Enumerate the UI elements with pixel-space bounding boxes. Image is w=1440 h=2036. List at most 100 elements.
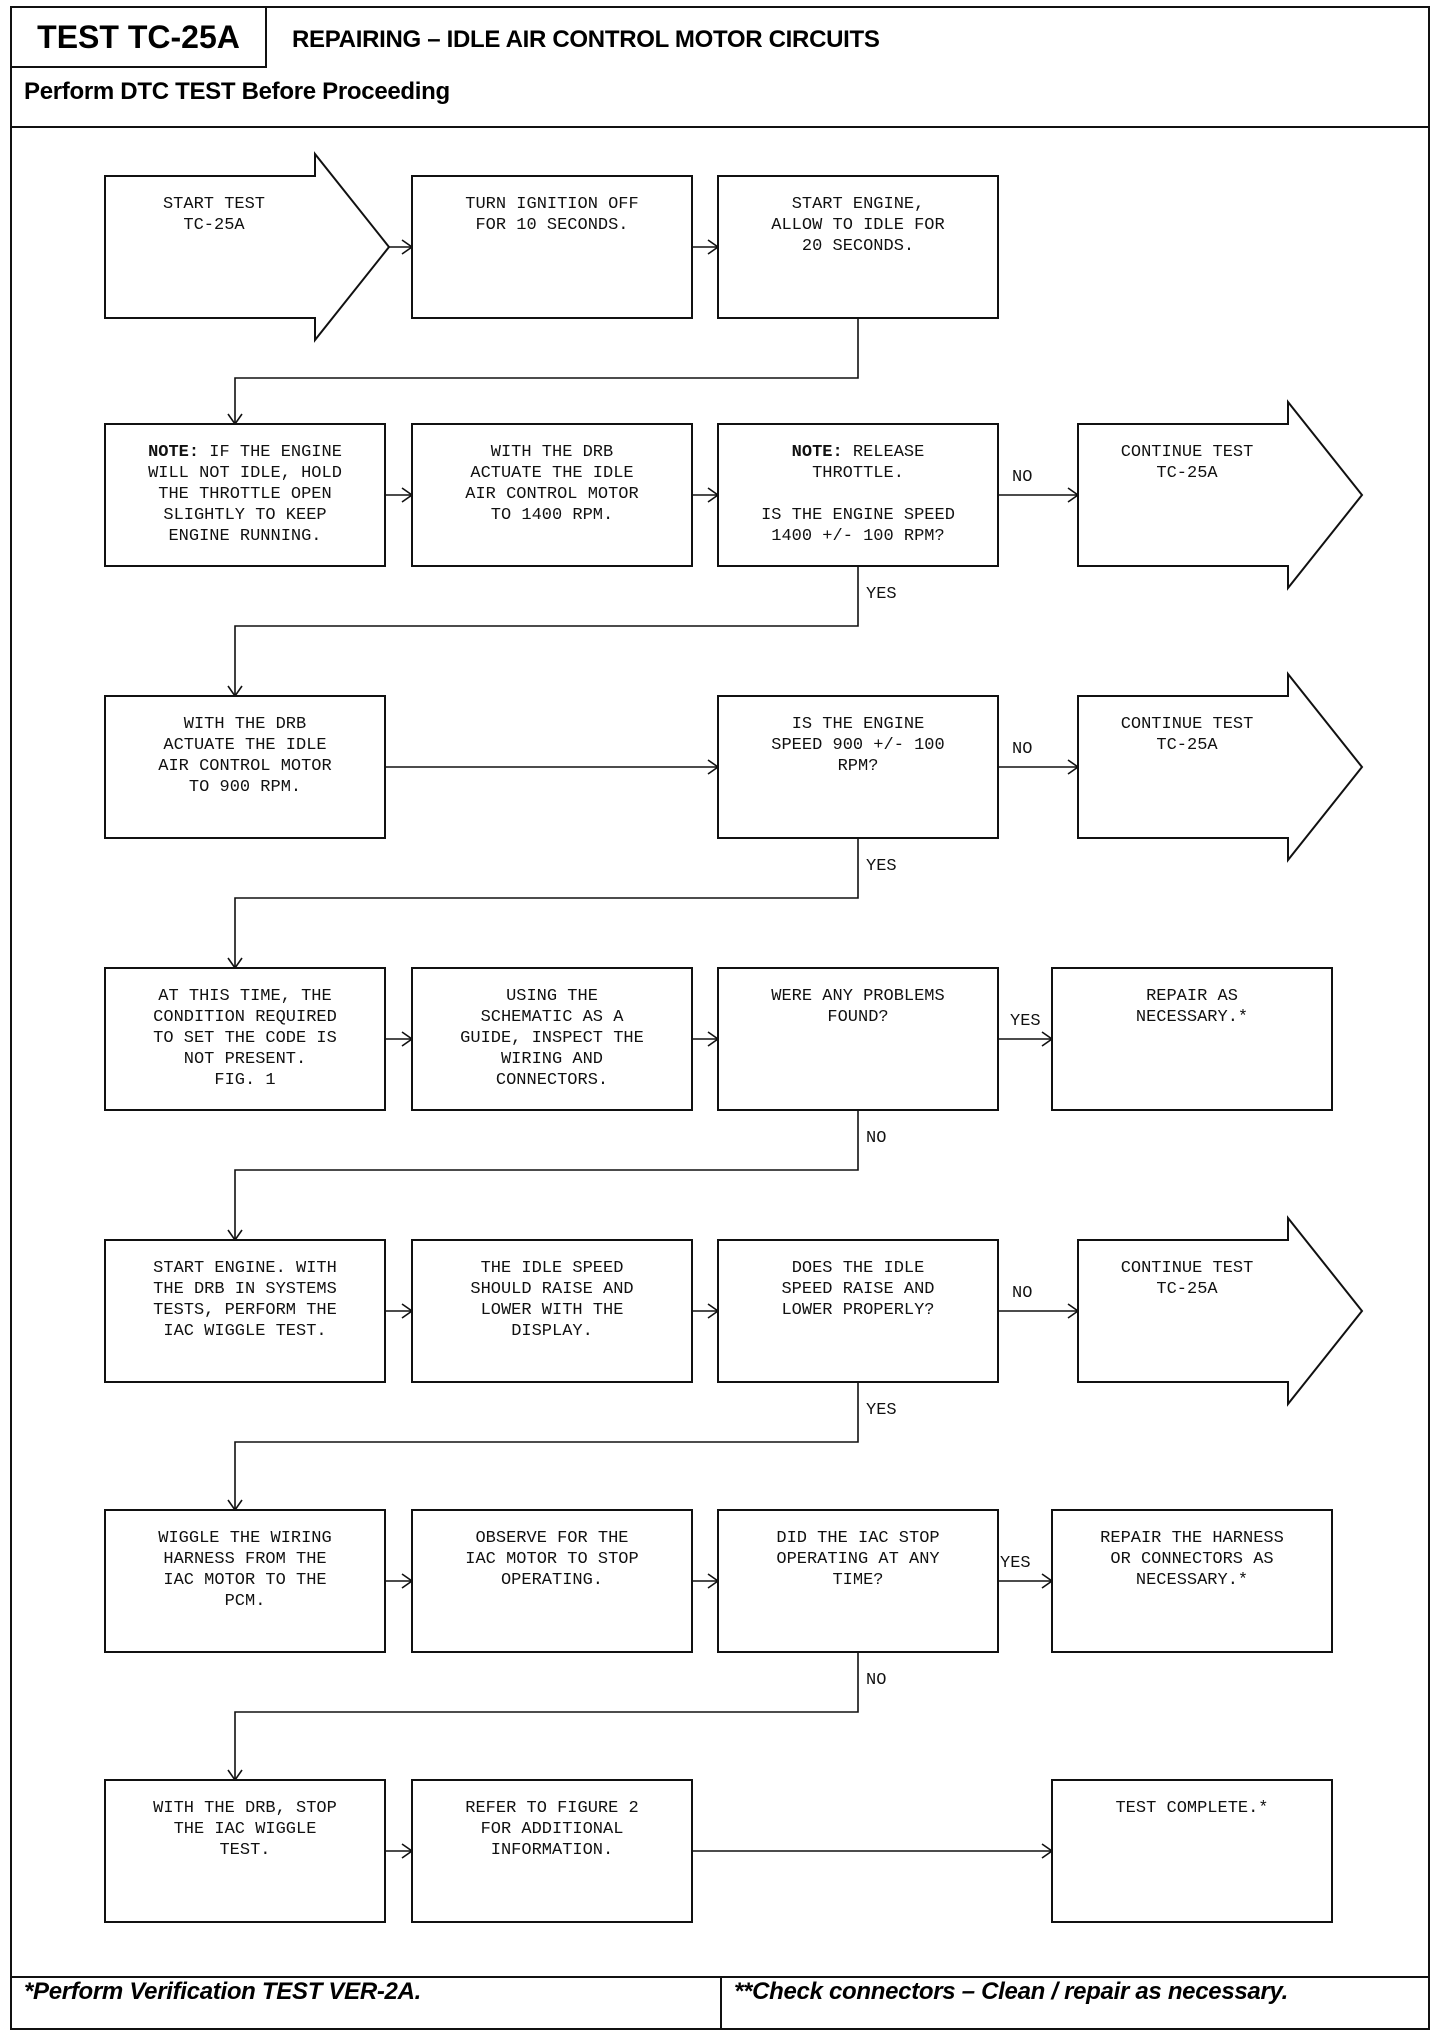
node-text-line: TC-25A [183, 216, 245, 235]
node-q-iac-stop: DID THE IAC STOP OPERATING AT ANY TIME? [717, 1509, 999, 1653]
node-text-line: TEST. [219, 1841, 270, 1860]
node-text-line: LOWER PROPERLY? [781, 1301, 934, 1320]
node-text-line: IS THE ENGINE SPEED [761, 506, 955, 525]
node-text-line: USING THE [506, 987, 598, 1006]
box-shape [104, 1239, 386, 1383]
box-shape [717, 967, 999, 1111]
node-text-line: IS THE ENGINE [792, 715, 925, 734]
test-id: TEST TC-25A [12, 8, 267, 68]
node-start-engine: START ENGINE, ALLOW TO IDLE FOR 20 SECONDS… [717, 175, 999, 319]
node-text-line: WITH THE DRB [491, 443, 613, 462]
footer-note-right: **Check connectors – Clean / repair as n… [734, 1978, 1289, 2005]
node-text-line: FOR 10 SECONDS. [475, 216, 628, 235]
node-text-line: TO SET THE CODE IS [153, 1029, 337, 1048]
connector [234, 838, 859, 968]
arrow-shape [104, 151, 391, 343]
footer: *Perform Verification TEST VER-2A. **Che… [12, 1976, 1428, 2030]
box-shape [104, 967, 386, 1111]
page-title: REPAIRING – IDLE AIR CONTROL MOTOR CIRCU… [292, 26, 880, 53]
node-text-line: AIR CONTROL MOTOR [158, 757, 331, 776]
node-text-line: TEST COMPLETE.* [1115, 1799, 1268, 1818]
node-text-line: WITH THE DRB [184, 715, 306, 734]
box-shape [411, 1779, 693, 1923]
node-text-line: CONTINUE TEST [1121, 443, 1254, 462]
node-text-line: START ENGINE. WITH [153, 1259, 337, 1278]
arrow-shape [1077, 1215, 1364, 1407]
node-text-line: ACTUATE THE IDLE [470, 464, 633, 483]
node-complete: TEST COMPLETE.* [1051, 1779, 1333, 1923]
node-text-line: ALLOW TO IDLE FOR [771, 216, 944, 235]
branch-label-yes: YES [1010, 1012, 1041, 1031]
node-text-line: RPM? [838, 757, 879, 776]
node-text-line: DOES THE IDLE [792, 1259, 925, 1278]
box-shape [104, 1509, 386, 1653]
node-text-line: IAC MOTOR TO THE [163, 1571, 326, 1590]
connector [234, 566, 859, 696]
node-text-line: REFER TO FIGURE 2 [465, 1799, 638, 1818]
node-text-line: FOR ADDITIONAL [481, 1820, 624, 1839]
node-text-line: 20 SECONDS. [802, 237, 914, 256]
node-text-line: TIME? [832, 1571, 883, 1590]
connector [234, 1652, 859, 1780]
connector [234, 318, 859, 424]
box-shape [411, 175, 693, 319]
node-text-line: LOWER WITH THE [481, 1301, 624, 1320]
node-text-line: THE DRB IN SYSTEMS [153, 1280, 337, 1299]
node-text-line: THE IAC WIGGLE [174, 1820, 317, 1839]
header: TEST TC-25A REPAIRING – IDLE AIR CONTROL… [12, 8, 1428, 128]
node-text-line: OR CONNECTORS AS [1110, 1550, 1273, 1569]
node-text-line: PCM. [225, 1592, 266, 1611]
branch-label-no: NO [1012, 740, 1032, 759]
node-text-line: WIRING AND [501, 1050, 603, 1069]
node-text-line: INFORMATION. [491, 1841, 613, 1860]
node-text-line: DISPLAY. [511, 1322, 593, 1341]
node-text-line: OPERATING. [501, 1571, 603, 1590]
node-text-line: SPEED RAISE AND [781, 1280, 934, 1299]
node-text-line: WILL NOT IDLE, HOLD [148, 464, 342, 483]
box-shape [104, 1779, 386, 1923]
connector [234, 1110, 859, 1240]
node-text-line: WERE ANY PROBLEMS [771, 987, 944, 1006]
node-text-line: REPAIR AS [1146, 987, 1238, 1006]
arrow-shape [1077, 671, 1364, 863]
node-text-line: DID THE IAC STOP [776, 1529, 939, 1548]
arrow-shape [1077, 399, 1364, 591]
box-shape [717, 695, 999, 839]
branch-label-yes: YES [866, 585, 897, 604]
node-actuate-1400: WITH THE DRB ACTUATE THE IDLE AIR CONTROL … [411, 423, 693, 567]
node-text-line: OPERATING AT ANY [776, 1550, 939, 1569]
node-text-line: TO 1400 RPM. [491, 506, 613, 525]
node-start: START TEST TC-25A [104, 151, 391, 343]
node-text-line: ENGINE RUNNING. [168, 527, 321, 546]
node-text-line: NOTE: RELEASE [792, 443, 925, 462]
node-text-line: START ENGINE, [792, 195, 925, 214]
box-shape [411, 1509, 693, 1653]
box-shape [1051, 1509, 1333, 1653]
node-text-line: START TEST [163, 195, 265, 214]
page-subtitle: Perform DTC TEST Before Proceeding [24, 78, 450, 105]
node-text-line: TC-25A [1156, 464, 1218, 483]
box-shape [717, 423, 999, 567]
node-text-line: GUIDE, INSPECT THE [460, 1029, 644, 1048]
box-shape [411, 1239, 693, 1383]
branch-label-yes: YES [866, 857, 897, 876]
node-text-line: AIR CONTROL MOTOR [465, 485, 638, 504]
box-shape [411, 967, 693, 1111]
node-text-line: CONNECTORS. [496, 1071, 608, 1090]
node-text-line: REPAIR THE HARNESS [1100, 1529, 1284, 1548]
node-text-line: TO 900 RPM. [189, 778, 301, 797]
branch-label-no: NO [1012, 468, 1032, 487]
